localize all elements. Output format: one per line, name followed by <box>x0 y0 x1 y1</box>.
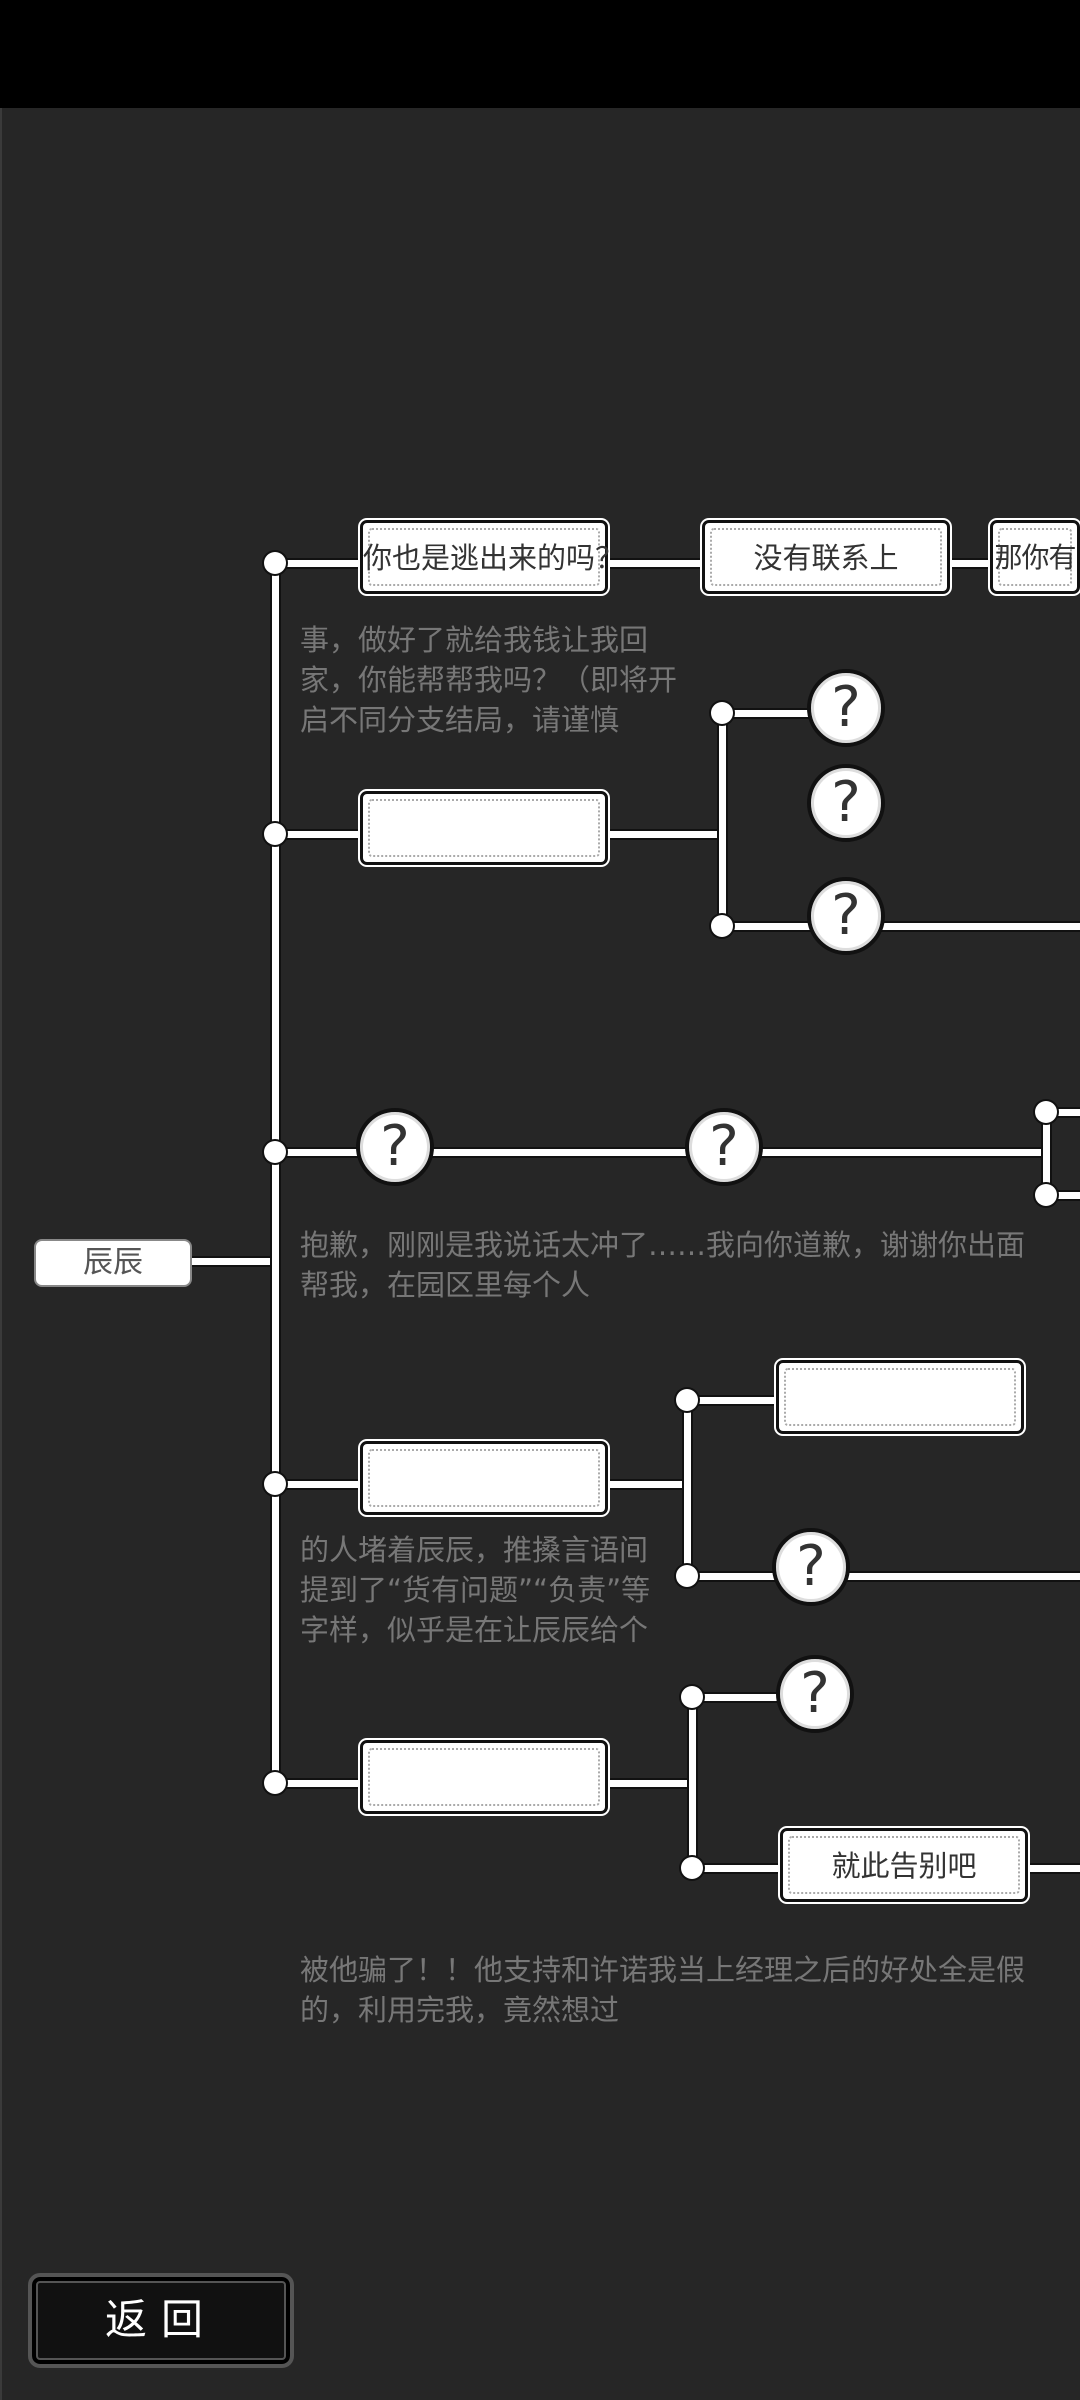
dialog-node-farewell[interactable]: 就此告别吧 <box>780 1828 1028 1902</box>
dialog-node-deceived[interactable] <box>360 1740 608 1814</box>
connector <box>687 1573 1080 1580</box>
connector <box>719 713 726 927</box>
root-node-chenchen[interactable]: 辰辰 <box>34 1239 192 1287</box>
branch-dot <box>681 1686 703 1708</box>
dialog-node-then-you[interactable]: 那你有 <box>990 520 1080 594</box>
connector <box>191 1258 271 1265</box>
connector <box>722 923 1080 930</box>
branch-dot <box>676 1565 698 1587</box>
dialog-text-help-me: 事，做好了就给我钱让我回家，你能帮帮我吗？（即将开启不同分支结局，请谨慎 <box>300 623 678 737</box>
connector <box>1046 1192 1080 1199</box>
back-button[interactable]: 返回 <box>28 2273 294 2368</box>
branch-dot <box>681 1857 703 1879</box>
connector <box>607 1481 687 1488</box>
dialog-text-apology: 抱歉，刚刚是我说话太冲了……我向你道歉，谢谢你出面帮我，在园区里每个人 <box>300 1228 1026 1302</box>
locked-node-question-icon[interactable]: ? <box>772 1528 850 1606</box>
status-bar <box>0 0 1080 108</box>
node-label: 没有联系上 <box>753 541 899 575</box>
branch-dot <box>1035 1101 1057 1123</box>
connector <box>722 710 812 717</box>
connector <box>275 1481 365 1488</box>
connector <box>607 560 707 567</box>
trunk-line <box>272 563 279 1785</box>
locked-node-question-icon[interactable]: ? <box>685 1108 763 1186</box>
locked-node-question-icon[interactable]: ? <box>807 877 885 955</box>
connector <box>275 1780 365 1787</box>
connector <box>607 831 722 838</box>
connector <box>275 831 365 838</box>
branch-dot <box>264 552 286 574</box>
locked-node-question-icon[interactable]: ? <box>776 1655 854 1733</box>
dialog-node-escaped[interactable]: 你也是逃出来的吗？ <box>360 520 625 594</box>
dialog-text-deceived: 被他骗了！！他支持和许诺我当上经理之后的好处全是假的，利用完我，竟然想过 <box>300 1953 1026 2027</box>
connector <box>684 1400 691 1577</box>
connector <box>1043 1112 1050 1196</box>
locked-node-question-icon[interactable]: ? <box>356 1108 434 1186</box>
connector <box>1046 1109 1080 1116</box>
connector <box>692 1694 782 1701</box>
branch-dot <box>264 1473 286 1495</box>
dialog-node-no-contact[interactable]: 没有联系上 <box>702 520 950 594</box>
branch-dot <box>264 1772 286 1794</box>
node-label: 你也是逃出来的吗？ <box>363 541 625 575</box>
branch-dot <box>711 915 733 937</box>
connector <box>950 560 992 567</box>
connector <box>687 1397 782 1404</box>
connector <box>607 1780 692 1787</box>
dialog-text-goods-problem: 的人堵着辰辰，推搡言语间提到了“货有问题”“负责”等字样，似乎是在让辰辰给个 <box>300 1533 651 1647</box>
node-label: 那你有 <box>994 541 1076 574</box>
connector <box>275 560 365 567</box>
connector <box>275 1149 1045 1156</box>
locked-node-question-icon[interactable]: ? <box>807 669 885 747</box>
branch-dot <box>676 1389 698 1411</box>
branch-dot <box>264 823 286 845</box>
dialog-node-help-me[interactable] <box>360 791 608 865</box>
branch-dot <box>264 1141 286 1163</box>
node-label: 就此告别吧 <box>831 1849 977 1883</box>
divider <box>0 108 2 2400</box>
dialog-node-goods-problem[interactable] <box>360 1441 608 1515</box>
connector <box>689 1697 696 1869</box>
branch-dot <box>1035 1184 1057 1206</box>
dialog-node-apology[interactable] <box>776 1360 1024 1434</box>
locked-node-question-icon[interactable]: ? <box>807 764 885 842</box>
branch-dot <box>711 702 733 724</box>
